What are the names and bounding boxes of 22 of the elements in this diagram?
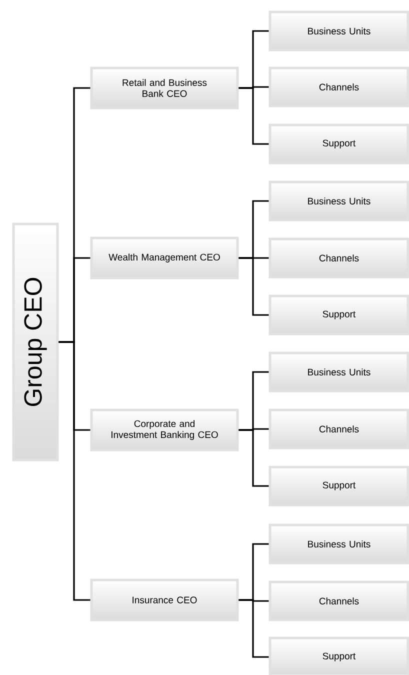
unit-box: Channels xyxy=(268,66,409,108)
title-box: Group CEO xyxy=(12,222,59,462)
unit-box: Business Units xyxy=(268,352,409,392)
connector-line xyxy=(238,87,269,145)
unit-box: Channels xyxy=(268,580,409,622)
connector-line xyxy=(238,599,269,658)
unit-box: Business Units xyxy=(268,10,409,52)
unit-box: Business Units xyxy=(268,524,409,564)
role-box: Insurance CEO xyxy=(90,578,239,622)
unit-box: Business Units xyxy=(268,180,409,222)
unit-box: Support xyxy=(268,124,409,164)
unit-box: Support xyxy=(268,466,409,506)
role-box: Retail and Business Bank CEO xyxy=(90,66,239,110)
role-box: Wealth Management CEO xyxy=(90,236,239,280)
connector-line xyxy=(238,257,269,316)
connector-line xyxy=(58,341,90,601)
unit-box: Support xyxy=(268,294,409,336)
unit-box: Channels xyxy=(268,408,409,450)
connector-line xyxy=(238,429,269,487)
unit-box: Support xyxy=(268,636,409,675)
unit-box: Channels xyxy=(268,238,409,278)
role-box: Corporate and Investment Banking CEO xyxy=(90,408,239,452)
